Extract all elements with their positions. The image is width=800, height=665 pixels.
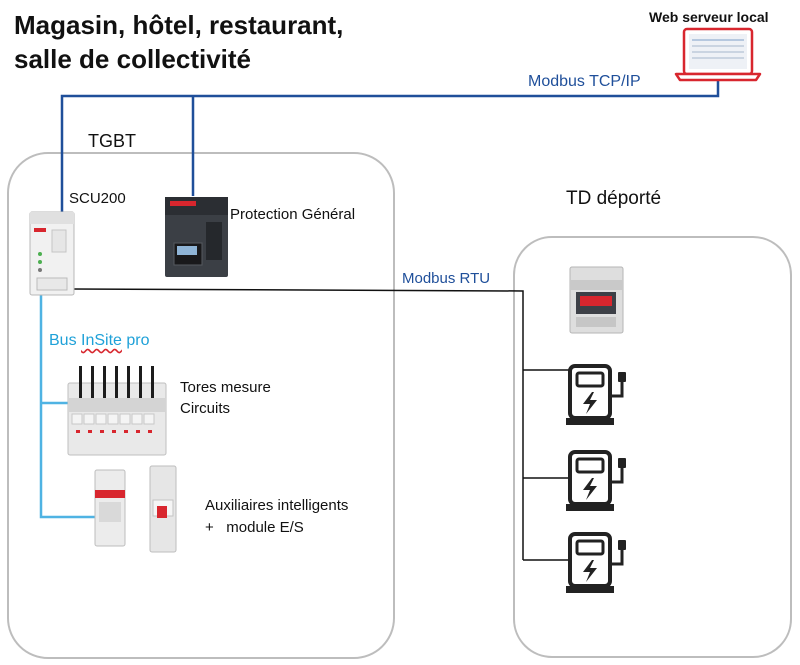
scu200-label: SCU200: [69, 190, 126, 207]
web-server-label: Web serveur local: [649, 9, 769, 25]
page-title: Magasin, hôtel, restaurant, salle de col…: [14, 8, 343, 76]
laptop-icon: [674, 27, 762, 82]
aux-label-line-2: + module E/S: [205, 519, 304, 536]
bus-insite-prefix: Bus: [49, 332, 82, 349]
title-line-1: Magasin, hôtel, restaurant,: [14, 10, 344, 40]
tores-label-line-1: Tores mesure: [180, 379, 271, 396]
breaker-icon: [165, 197, 228, 277]
title-line-2: salle de collectivité: [14, 44, 252, 74]
meter-icon: [569, 266, 624, 334]
auxiliaires-label: Auxiliaires intelligents + module E/S: [205, 495, 348, 539]
aux-label-line-1: Auxiliaires intelligents: [205, 497, 349, 514]
protection-label: Protection Général: [230, 206, 356, 223]
tgbt-panel: [7, 152, 395, 659]
tores-label-line-2: Circuits: [180, 400, 231, 417]
ev-charger-icon: [566, 450, 626, 511]
modbus-tcp-line: [60, 79, 720, 212]
ev-charger-icon: [566, 364, 626, 425]
modbus-rtu-label: Modbus RTU: [402, 270, 491, 287]
modbus-tcp-label: Modbus TCP/IP: [528, 73, 641, 90]
current-sensor-icon: [67, 366, 167, 456]
bus-insite-word: InSite: [81, 332, 122, 349]
bus-insite-suffix: pro: [121, 332, 150, 349]
bus-insite-label: Bus InSite pro: [49, 332, 150, 350]
td-panel: [513, 236, 792, 658]
auxiliary-module-icon: [94, 465, 177, 553]
scu200-device-icon: [29, 211, 75, 296]
tores-label: Tores mesure Circuits: [180, 377, 271, 419]
tgbt-label: TGBT: [88, 131, 136, 151]
td-deporte-label: TD déporté: [566, 188, 662, 209]
modbus-rtu-line: [71, 288, 570, 561]
ev-charger-icon: [566, 532, 626, 593]
